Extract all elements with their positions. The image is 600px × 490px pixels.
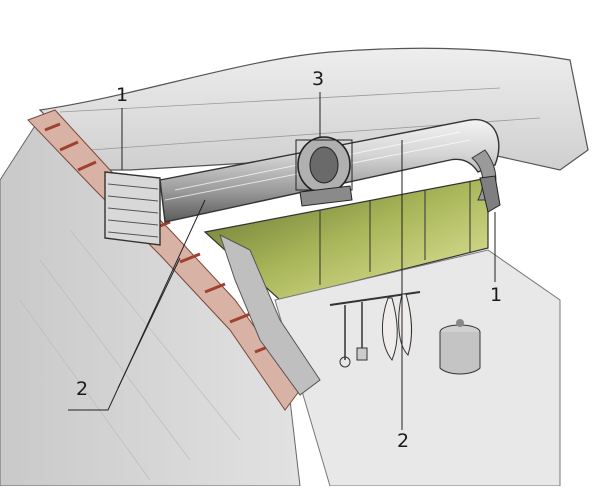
callout-1-left: 1	[116, 84, 129, 106]
leader-lines	[68, 92, 496, 430]
callout-1-right: 1	[490, 284, 503, 306]
callout-2-left: 2	[76, 378, 89, 400]
pot	[439, 319, 481, 375]
inline-fan	[295, 136, 353, 207]
interior-room	[219, 234, 561, 487]
right-outlet	[479, 175, 501, 213]
utensil-rack	[329, 291, 421, 368]
callout-3-fan: 3	[312, 68, 325, 90]
left-grille	[104, 171, 161, 246]
callout-2-bottom: 2	[397, 430, 410, 452]
